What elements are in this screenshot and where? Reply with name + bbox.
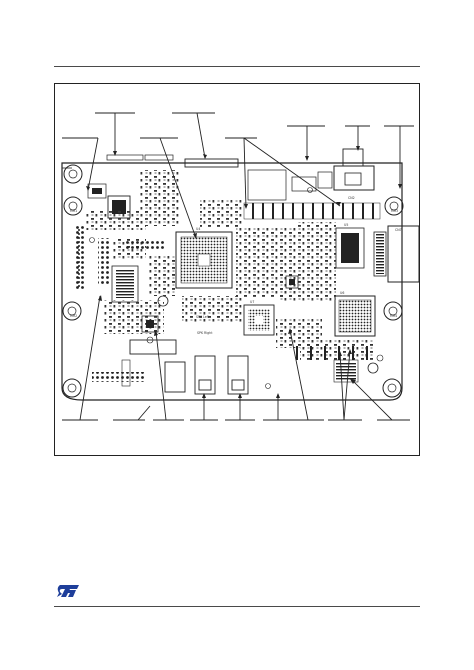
label-u6: U6 (340, 291, 344, 295)
label-u7: U7 (250, 300, 254, 304)
label-cn2: CN2 (348, 196, 355, 200)
mounting-hole (367, 362, 379, 374)
header-rule (54, 66, 420, 67)
bga-u4 (175, 231, 233, 289)
mounting-hole (62, 301, 82, 321)
label-u4: U4 (196, 227, 200, 231)
label-mh: MH4 (390, 314, 397, 318)
mounting-hole (63, 164, 83, 184)
footer-rule (54, 606, 420, 607)
soic-u5 (335, 227, 365, 269)
connector-cn7 (373, 225, 420, 283)
label-mh: MH3 (391, 209, 398, 213)
bga-u7 (243, 304, 275, 336)
label-mh: MH2 (70, 314, 77, 318)
label-spk-right: SPK Right (197, 331, 213, 335)
bga-u6 (334, 295, 376, 337)
label-u5: U5 (344, 223, 348, 227)
label-cn7: CN7 (395, 228, 402, 232)
mounting-hole (382, 378, 402, 398)
callouts-bottom (62, 295, 410, 421)
connector-cn2 (333, 148, 375, 191)
mounting-holes (62, 164, 404, 398)
mounting-hole (63, 196, 83, 216)
mounting-hole (62, 378, 82, 398)
mounting-hole (383, 301, 403, 321)
st-logo-icon (57, 585, 79, 597)
callouts-top (62, 112, 414, 239)
top-ribbon-connector (184, 158, 239, 168)
bottom-resistors (296, 346, 368, 360)
header-strip (247, 169, 333, 201)
resistor-row (252, 203, 374, 219)
label-mh: MH1 (70, 209, 77, 213)
board-outline (61, 162, 403, 401)
callout-arrows (86, 146, 402, 239)
audio-jacks (129, 339, 249, 395)
mounting-hole (384, 196, 404, 216)
label-spk-left: SPK Left (196, 315, 210, 319)
